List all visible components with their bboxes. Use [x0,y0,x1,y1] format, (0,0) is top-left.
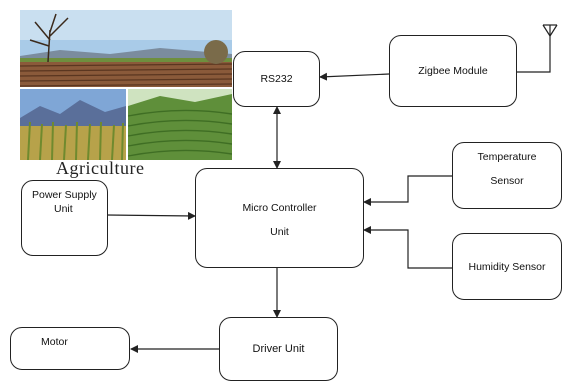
driver-label: Driver Unit [252,343,305,355]
power-supply-label-line1: Power Supply [32,189,97,201]
antenna-wire [516,36,551,73]
agriculture-photo [20,10,232,160]
mcu-label-line2: Unit [270,226,289,238]
temperature-sensor-block: Temperature Sensor [452,142,562,209]
power-supply-block: Power Supply Unit [21,180,108,256]
agriculture-photo-collage [20,10,232,160]
humidity-sensor-block: Humidity Sensor [452,233,562,300]
arrow-power-to-mcu [106,211,196,220]
arrow-temperature-to-mcu [363,175,452,206]
zigbee-module-block: Zigbee Module [389,35,517,107]
arrow-zigbee-to-rs232 [319,72,390,81]
antenna-icon [542,24,558,37]
arrow-humidity-to-mcu [363,226,452,269]
motor-label: Motor [41,336,68,348]
rs232-block: RS232 [233,51,320,107]
agriculture-caption: Agriculture [56,158,145,178]
power-supply-label-line2: Unit [54,203,73,215]
zigbee-label: Zigbee Module [418,65,488,77]
mcu-label-line1: Micro Controller [242,202,317,214]
driver-unit-block: Driver Unit [219,317,338,381]
micro-controller-block: Micro Controller Unit [195,168,364,268]
temperature-label-line2: Sensor [490,175,524,187]
rs232-label: RS232 [260,73,293,85]
motor-block: Motor [10,327,130,370]
humidity-label: Humidity Sensor [468,260,546,273]
temperature-label-line1: Temperature [477,151,537,163]
